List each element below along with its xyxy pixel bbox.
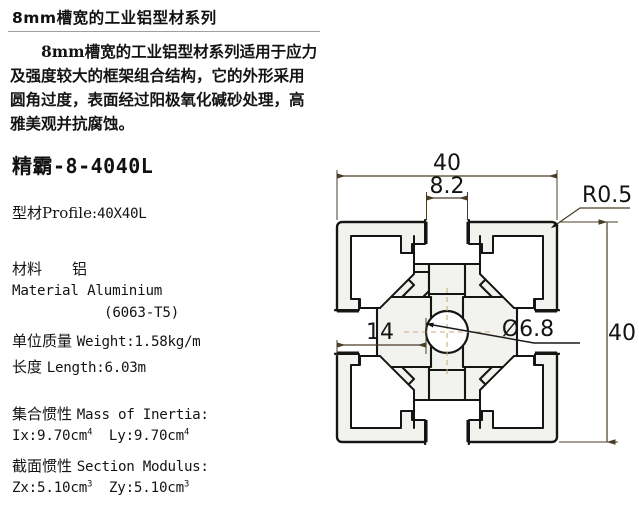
profile-drawing-group	[333, 218, 561, 446]
open-bays	[350, 235, 544, 429]
profile-spec: 型材Profile:40X40L	[12, 202, 147, 223]
section-modulus-heading: 截面惯性 Section Modulus:	[12, 455, 209, 476]
alloy-grade: (6063-T5)	[104, 305, 180, 321]
inertia-ix-exponent: 4	[87, 427, 93, 438]
mass-inertia-values: Ix:9.70cm4 Ly:9.70cm4	[12, 428, 189, 444]
intro-paragraph: 8mm槽宽的工业铝型材系列适用于应力 及强度较大的框架组合结构，它的外形采用 圆…	[10, 40, 328, 136]
modulus-zy-exponent: 3	[183, 479, 190, 490]
unit-weight-label: 单位质量	[12, 332, 73, 350]
section-modulus-label-cn: 截面惯性	[12, 457, 73, 475]
leader-r05	[550, 207, 630, 229]
length-label: 长度	[12, 358, 43, 376]
bay-bottom-left	[350, 355, 415, 429]
modulus-zy-value: 5.10cm	[133, 480, 184, 496]
mouth-walls	[337, 222, 557, 442]
inertia-iy-exponent: 4	[183, 427, 190, 438]
page-title: 8mm槽宽的工业铝型材系列	[12, 9, 217, 27]
dim-label-height-40: 40	[608, 321, 636, 346]
web-vertical-bottom	[427, 368, 467, 402]
modulus-zx-exponent: 3	[87, 479, 93, 490]
profile-label: 型材Profile:	[12, 204, 98, 222]
model-number: 精霸-8-4040L	[12, 154, 154, 178]
mouth-left-reopen	[334, 311, 340, 353]
section-modulus-values: Zx:5.10cm3 Zy:5.10cm3	[12, 480, 189, 496]
dim-label-r05: R0.5	[582, 183, 632, 208]
modulus-zx-label: Zx:	[12, 480, 38, 496]
length-value: Length:6.03m	[46, 360, 146, 376]
title-divider	[8, 31, 320, 32]
intro-line-1: 8mm槽宽的工业铝型材系列适用于应力	[10, 42, 318, 61]
mouth-top-reopen	[426, 219, 468, 225]
mass-inertia-label-cn: 集合惯性	[12, 405, 73, 423]
section-modulus-label-en: Section Modulus:	[76, 459, 209, 475]
intro-line-3: 圆角过度，表面经过阳极氧化碱砂处理，高	[10, 90, 305, 109]
length-spec: 长度 Length:6.03m	[12, 356, 146, 377]
inertia-iy-value: 9.70cm	[133, 428, 184, 444]
bore-centerlines	[404, 288, 490, 376]
material-en: Material Aluminium	[12, 283, 163, 299]
intro-line-4: 雅美观并抗腐蚀。	[10, 114, 135, 133]
dim-label-slot-82: 8.2	[430, 174, 465, 199]
bay-top-right	[479, 235, 544, 309]
modulus-zx-value: 5.10cm	[37, 480, 88, 496]
leader-bore	[425, 322, 580, 344]
unit-weight: 单位质量 Weight:1.58kg/m	[12, 330, 201, 351]
bay-top-left	[350, 235, 415, 309]
dim-label-width-40: 40	[433, 151, 461, 176]
dim-label-bore: Ø6.8	[502, 317, 554, 342]
inertia-ix-label: Ix:	[12, 428, 38, 444]
material-cn: 材料 铝	[12, 260, 88, 278]
mass-inertia-heading: 集合惯性 Mass of Inertia:	[12, 403, 209, 424]
intro-line-2: 及强度较大的框架组合结构，它的外形采用	[10, 66, 305, 85]
inertia-iy-label: Ly:	[108, 428, 134, 444]
dim-label-14: 14	[366, 320, 394, 345]
unit-weight-value: Weight:1.58kg/m	[76, 334, 201, 350]
bay-bottom-right	[479, 355, 544, 429]
profile-value: 40X40L	[97, 206, 147, 222]
dimension-annotations: 40 8.2 R0.5 40 14	[336, 151, 636, 445]
mouth-right-reopen	[554, 311, 560, 353]
inertia-ix-value: 9.70cm	[37, 428, 88, 444]
mass-inertia-label-en: Mass of Inertia:	[76, 407, 209, 423]
profile-cross-section-drawing: 40 8.2 R0.5 40 14	[318, 140, 639, 470]
specification-text-column: 8mm槽宽的工业铝型材系列 8mm槽宽的工业铝型材系列适用于应力 及强度较大的框…	[8, 9, 328, 496]
modulus-zy-label: Zy:	[108, 480, 134, 496]
mouth-bottom-reopen	[426, 439, 468, 445]
